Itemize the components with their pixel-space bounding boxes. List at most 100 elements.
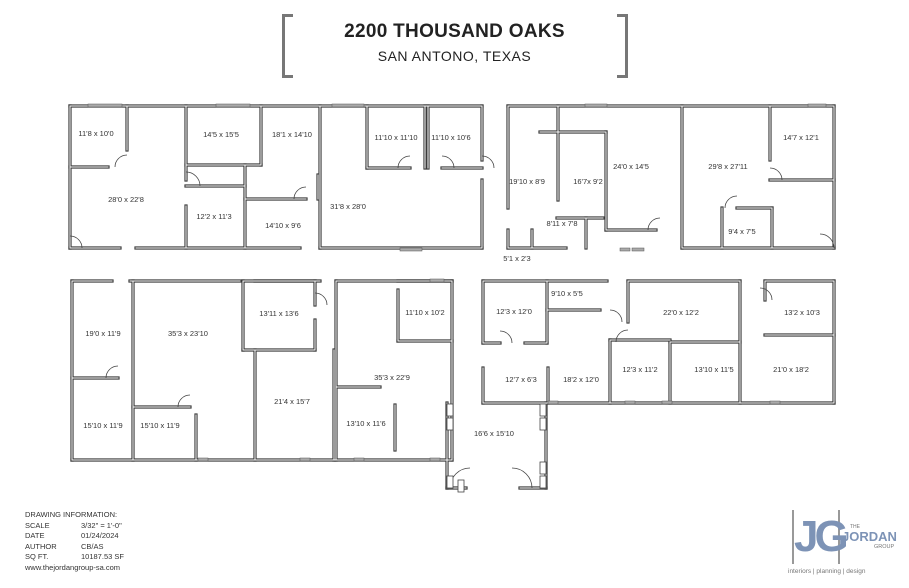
window: [661, 400, 673, 405]
sqft-label: SQ FT.: [25, 552, 49, 561]
door-swing: [177, 394, 191, 408]
jordan-group-logo: JG THE JORDAN GROUP interiors | planning…: [788, 510, 906, 576]
room-label: 12'3 x 12'0: [496, 307, 532, 316]
window: [429, 457, 441, 462]
door-swing: [615, 329, 629, 343]
logo-monogram: JG: [792, 510, 849, 564]
window: [197, 457, 209, 462]
scale-label: SCALE: [25, 520, 50, 530]
website-link[interactable]: www.thejordangroup-sa.com: [25, 562, 121, 572]
door-swing: [114, 154, 128, 168]
room-label: 19'10 x 8'9: [509, 177, 545, 186]
logo-the: THE: [850, 524, 860, 530]
window: [631, 247, 645, 252]
room-label: 14'7 x 12'1: [783, 133, 819, 142]
door-swing: [69, 235, 83, 249]
room-label: 14'5 x 15'5: [203, 130, 239, 139]
author-value: CB/AS: [81, 541, 104, 551]
room-label: 35'3 x 23'10: [168, 329, 208, 338]
column-hatch: [539, 417, 547, 431]
page-title: 2200 THOUSAND OAKS: [344, 21, 565, 42]
window: [547, 400, 559, 405]
door-swing: [511, 467, 533, 489]
room-label: 11'10 x 11'10: [374, 133, 417, 142]
door-swing: [819, 233, 835, 249]
room-label: 16'7x 9'2: [573, 177, 603, 186]
room-label: 16'6 x 15'10: [474, 429, 514, 438]
room-label: 28'0 x 22'8: [108, 195, 144, 204]
window: [619, 247, 631, 252]
room-label: 12'3 x 11'2: [622, 365, 657, 374]
room-label: 13'2 x 10'3: [784, 308, 820, 317]
room-label: 9'10 x 5'5: [551, 289, 583, 298]
room-label: 11'8 x 10'0: [78, 129, 113, 138]
door-swing: [647, 217, 661, 231]
page-subtitle: SAN ANTONO, TEXAS: [377, 48, 532, 64]
window: [399, 247, 423, 252]
room-label: 15'10 x 11'9: [83, 421, 122, 430]
column-hatch: [539, 403, 547, 417]
room-label: 5'1 x 2'3: [503, 254, 530, 263]
room-label: 15'10 x 11'9: [140, 421, 179, 430]
drawing-info-heading: DRAWING INFORMATION:: [25, 510, 118, 519]
sqft-value: 10187.53 SF: [81, 552, 124, 561]
room-label: 18'2 x 12'0: [563, 375, 599, 384]
column-hatch: [446, 403, 454, 417]
room-label: 19'0 x 11'9: [85, 329, 120, 338]
column-hatch: [539, 461, 547, 475]
column-hatch: [446, 417, 454, 431]
window: [584, 103, 608, 108]
room-label: 29'8 x 27'11: [708, 162, 747, 171]
room-label: 21'0 x 18'2: [773, 365, 809, 374]
door-swing: [314, 292, 328, 306]
room-label: 35'3 x 22'9: [374, 373, 410, 382]
room-label: 11'10 x 10'2: [405, 308, 444, 317]
door-swing: [397, 155, 411, 169]
date-value: 01/24/2024: [81, 531, 119, 540]
room-label: 22'0 x 12'2: [663, 308, 699, 317]
walls: [68, 104, 836, 490]
door-swing: [769, 167, 783, 181]
column-hatch: [539, 475, 547, 489]
door-swing: [441, 155, 455, 169]
title-bracket-left: [282, 14, 293, 78]
room-label: 13'11 x 13'6: [259, 309, 298, 318]
door-swing: [724, 195, 738, 209]
room-label: 21'4 x 15'7: [274, 397, 310, 406]
fixtures: [69, 103, 835, 493]
room-label: 18'1 x 14'10: [272, 130, 312, 139]
column-hatch: [446, 475, 454, 489]
date-label: DATE: [25, 531, 45, 540]
room-label: 31'8 x 28'0: [330, 202, 366, 211]
window: [769, 400, 781, 405]
room-labels: 11'8 x 10'0 28'0 x 22'8 14'5 x 15'5 12'2…: [78, 129, 820, 438]
logo-tagline: interiors | planning | design: [788, 568, 866, 575]
window: [353, 457, 365, 462]
column-hatch: [457, 479, 465, 493]
door-swing: [609, 309, 623, 323]
room-label: 9'4 x 7'5: [728, 227, 755, 236]
door-swing: [185, 171, 201, 187]
room-label: 12'7 x 6'3: [505, 375, 537, 384]
scale-value: 3/32" = 1'-0": [81, 520, 122, 530]
room-label: 24'0 x 14'5: [613, 162, 649, 171]
title-bracket-right: [617, 14, 628, 78]
window: [299, 457, 311, 462]
room-label: 13'10 x 11'5: [694, 365, 733, 374]
room-label: 12'2 x 11'3: [196, 212, 231, 221]
door-swing: [481, 155, 495, 169]
window: [624, 400, 636, 405]
window: [429, 278, 445, 283]
room-label: 14'10 x 9'6: [265, 221, 301, 230]
door-swing: [105, 365, 119, 379]
window: [807, 103, 827, 108]
window: [215, 103, 251, 108]
room-label: 11'10 x 10'6: [431, 133, 470, 142]
door-swing: [499, 330, 513, 344]
door-swing: [293, 186, 307, 200]
room-label: 8'11 x 7'8: [546, 219, 577, 228]
door-swing: [759, 287, 773, 301]
room-label: 13'10 x 11'6: [346, 419, 385, 428]
